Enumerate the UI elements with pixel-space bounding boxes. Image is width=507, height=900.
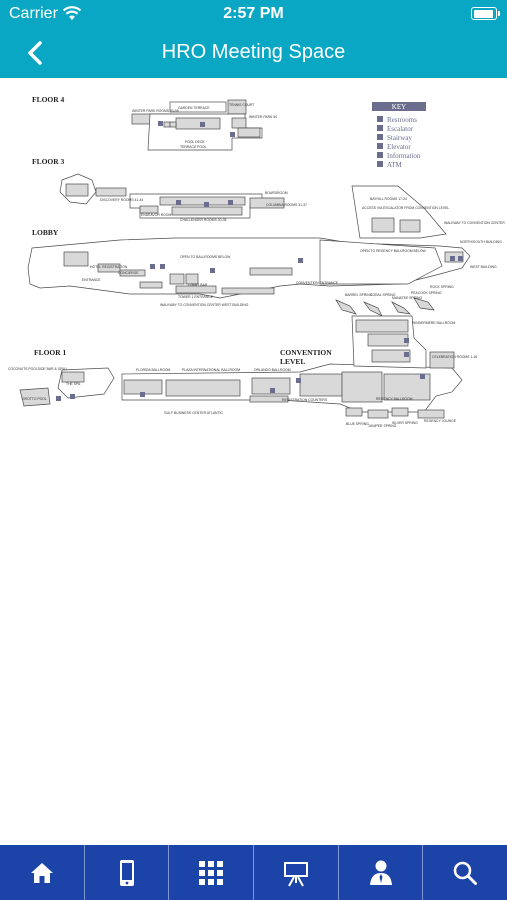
svg-text:MANATEE SPRING: MANATEE SPRING bbox=[392, 296, 422, 300]
svg-text:FLORIDA BALLROOM: FLORIDA BALLROOM bbox=[136, 368, 170, 372]
tab-mobile[interactable] bbox=[83, 845, 169, 900]
presentation-icon bbox=[283, 861, 308, 886]
tab-bar bbox=[0, 845, 507, 900]
svg-text:BARREL SPRING: BARREL SPRING bbox=[345, 293, 373, 297]
svg-text:COCONUTS POOLSIDE BAR & GRILL: COCONUTS POOLSIDE BAR & GRILL bbox=[8, 367, 68, 371]
clock: 2:57 PM bbox=[223, 5, 284, 22]
tab-search[interactable] bbox=[422, 845, 507, 900]
svg-text:TENNIS COURT: TENNIS COURT bbox=[229, 103, 254, 107]
svg-text:WEST BUILDING: WEST BUILDING bbox=[470, 265, 497, 269]
phone-icon bbox=[119, 859, 134, 886]
battery-icon bbox=[471, 7, 500, 20]
svg-text:OPEN TO BALLROOMS BELOW: OPEN TO BALLROOMS BELOW bbox=[180, 255, 231, 259]
svg-text:WINTER PARK ROOMS 53-55: WINTER PARK ROOMS 53-55 bbox=[132, 109, 179, 113]
floor4-label: FLOOR 4 bbox=[32, 95, 65, 104]
svg-text:WINTER PARK 54: WINTER PARK 54 bbox=[249, 115, 277, 119]
navigation-bar: HRO Meeting Space bbox=[0, 28, 507, 78]
svg-text:Restrooms: Restrooms bbox=[387, 116, 417, 124]
svg-text:ENDEAVOR ROOM: ENDEAVOR ROOM bbox=[141, 213, 171, 217]
svg-text:PEACOCK SPRING: PEACOCK SPRING bbox=[411, 291, 442, 295]
svg-text:REGENCY LOUNGE: REGENCY LOUNGE bbox=[424, 419, 457, 423]
svg-text:HOTEL REGISTRATION: HOTEL REGISTRATION bbox=[90, 265, 128, 269]
svg-text:Elevator: Elevator bbox=[387, 143, 411, 151]
home-icon bbox=[30, 862, 53, 883]
floor1-label: FLOOR 1 bbox=[34, 348, 67, 357]
page-title: HRO Meeting Space bbox=[161, 41, 346, 63]
status-bar: Carrier 2:57 PM bbox=[0, 0, 507, 28]
tab-person[interactable] bbox=[337, 845, 423, 900]
svg-text:TERRACE POOL: TERRACE POOL bbox=[180, 145, 207, 149]
svg-text:CONVENTION ENTRANCE: CONVENTION ENTRANCE bbox=[296, 281, 339, 285]
chevron-left-icon bbox=[28, 41, 42, 65]
svg-text:Escalator: Escalator bbox=[387, 125, 414, 133]
svg-text:CORAL SPRING: CORAL SPRING bbox=[370, 293, 396, 297]
lobby-label: LOBBY bbox=[32, 228, 59, 237]
back-button[interactable] bbox=[20, 38, 50, 68]
svg-text:GARDEN TERRACE: GARDEN TERRACE bbox=[178, 106, 210, 110]
svg-text:LEVEL: LEVEL bbox=[280, 357, 305, 366]
svg-text:WALKWAY TO CONVENTION CENTER W: WALKWAY TO CONVENTION CENTER WEST BUILDI… bbox=[160, 303, 249, 307]
svg-text:BAYHILL ROOMS 17-24: BAYHILL ROOMS 17-24 bbox=[370, 197, 407, 201]
grid-icon bbox=[199, 860, 224, 885]
map-key: KEY Restrooms Escalator Stairway Elevato… bbox=[372, 102, 426, 169]
person-icon bbox=[369, 860, 392, 885]
carrier-label: Carrier bbox=[9, 5, 58, 22]
tab-presentation[interactable] bbox=[253, 845, 338, 900]
svg-text:POOL DECK: POOL DECK bbox=[185, 140, 205, 144]
svg-text:PLAZA INTERNATIONAL BALLROOM: PLAZA INTERNATIONAL BALLROOM bbox=[182, 368, 240, 372]
key-title: KEY bbox=[392, 103, 406, 111]
svg-text:ENTRANCE: ENTRANCE bbox=[82, 278, 101, 282]
svg-text:DISCOVERY ROOMS 41-44: DISCOVERY ROOMS 41-44 bbox=[100, 198, 143, 202]
svg-text:Information: Information bbox=[387, 152, 421, 160]
svg-text:OPEN TO REGENCY BALLROOM BELOW: OPEN TO REGENCY BALLROOM BELOW bbox=[360, 249, 427, 253]
svg-text:CHALLENGER ROOMS 30-35: CHALLENGER ROOMS 30-35 bbox=[180, 218, 226, 222]
content-area: KEY Restrooms Escalator Stairway Elevato… bbox=[0, 78, 507, 845]
svg-text:JUNIPER SPRING: JUNIPER SPRING bbox=[368, 424, 397, 428]
svg-text:THE SPA: THE SPA bbox=[66, 382, 81, 386]
svg-text:CONCIERGE: CONCIERGE bbox=[118, 271, 139, 275]
svg-text:NORTH/SOUTH BUILDING: NORTH/SOUTH BUILDING bbox=[460, 240, 502, 244]
svg-text:Stairway: Stairway bbox=[387, 134, 412, 142]
svg-text:GULF BUSINESS CENTER ATLAN: GULF BUSINESS CENTER ATLANTIC bbox=[164, 411, 223, 415]
svg-text:LOBBY BAR: LOBBY BAR bbox=[188, 283, 208, 287]
svg-text:ACCESS VIA ESCALATOR FROM CONV: ACCESS VIA ESCALATOR FROM CONVENTION LEV… bbox=[362, 206, 449, 210]
svg-text:CELEBRATION ROOMS 1-16: CELEBRATION ROOMS 1-16 bbox=[432, 355, 477, 359]
svg-text:BLUE SPRING: BLUE SPRING bbox=[346, 422, 369, 426]
svg-text:COLUMBIA ROOMS 31-37: COLUMBIA ROOMS 31-37 bbox=[266, 203, 307, 207]
svg-text:SILVER SPRING: SILVER SPRING bbox=[392, 421, 418, 425]
floor-map[interactable]: KEY Restrooms Escalator Stairway Elevato… bbox=[0, 88, 507, 433]
svg-text:ORLANDO BALLROOM: ORLANDO BALLROOM bbox=[254, 368, 291, 372]
svg-text:REGISTRATION COUNTERS: REGISTRATION COUNTERS bbox=[282, 398, 328, 402]
svg-text:ROCK SPRING: ROCK SPRING bbox=[430, 285, 454, 289]
search-icon bbox=[453, 861, 478, 885]
convention-level-label: CONVENTION bbox=[280, 348, 332, 357]
svg-text:ATM: ATM bbox=[387, 161, 403, 169]
svg-text:BOARDROOM: BOARDROOM bbox=[265, 191, 288, 195]
svg-text:WINDERMERE BALLROOM: WINDERMERE BALLROOM bbox=[412, 321, 456, 325]
svg-text:GROTTO POOL: GROTTO POOL bbox=[22, 397, 47, 401]
svg-text:TOWER 1 ENTRANCE: TOWER 1 ENTRANCE bbox=[178, 295, 214, 299]
svg-text:WALKWAY TO CONVENTION CENTER: WALKWAY TO CONVENTION CENTER bbox=[444, 221, 505, 225]
floor3-label: FLOOR 3 bbox=[32, 157, 65, 166]
wifi-icon bbox=[62, 6, 82, 20]
tab-home[interactable] bbox=[0, 845, 84, 900]
tab-grid[interactable] bbox=[168, 845, 253, 900]
svg-text:REGENCY BALLROOM: REGENCY BALLROOM bbox=[376, 397, 413, 401]
